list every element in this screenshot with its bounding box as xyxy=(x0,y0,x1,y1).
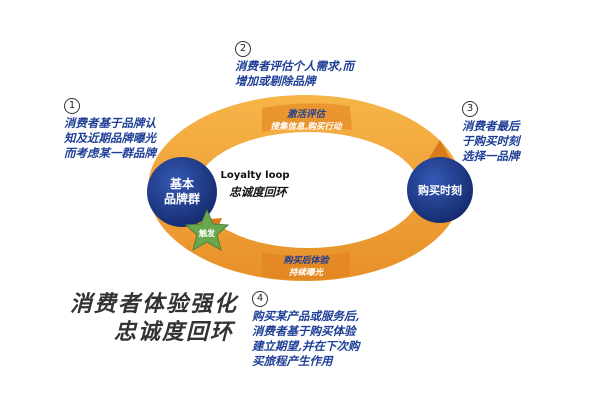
step-3-line-3: 选择一品牌 xyxy=(462,149,520,163)
step-2-line-2: 增加或剔除品牌 xyxy=(235,74,316,88)
step-4-line-4: 买旅程产生作用 xyxy=(252,354,333,368)
node-left-line2: 品牌群 xyxy=(164,191,200,206)
step-3-note: 3 消费者最后 于购买时刻 选择一品牌 xyxy=(462,100,520,164)
step-4-line-3: 建立期望,并在下次购 xyxy=(252,339,360,353)
trigger-label: 触发 xyxy=(199,228,216,238)
caption-line-1: 消费者体验强化 xyxy=(70,291,239,317)
step-1-number: 1 xyxy=(64,98,80,114)
band-bottom-shape xyxy=(262,252,350,280)
step-3-number: 3 xyxy=(462,101,478,117)
loop-title-cn: 忠诚度回环 xyxy=(229,185,289,199)
trigger-star-icon xyxy=(184,208,230,252)
arrow-right-icon xyxy=(428,140,452,162)
step-1-line-2: 知及近期品牌曝光 xyxy=(64,131,156,145)
step-2-number: 2 xyxy=(235,41,251,57)
band-bottom-line1: 购买后体验 xyxy=(282,255,330,266)
step-4-line-2: 消费者基于购买体验 xyxy=(252,324,356,338)
step-1-note: 1 消费者基于品牌认 知及近期品牌曝光 而考虑某一群品牌 xyxy=(64,97,156,161)
node-brand-set xyxy=(147,157,217,227)
loop-ring xyxy=(148,95,462,281)
step-4-number: 4 xyxy=(252,291,268,307)
step-4-line-1: 购买某产品或服务后, xyxy=(252,309,360,323)
band-bottom-line2: 持续曝光 xyxy=(289,267,325,278)
band-top-shape xyxy=(262,103,352,132)
loop-title-en: Loyalty loop xyxy=(220,170,289,181)
band-top-line1: 激活评估 xyxy=(287,108,327,120)
band-top-line2: 搜集信息,购买行动 xyxy=(271,121,343,132)
step-2-line-1: 消费者评估个人需求,而 xyxy=(235,59,355,73)
node-right-label: 购买时刻 xyxy=(418,183,462,197)
node-purchase-moment xyxy=(407,157,473,223)
step-2-note: 2 消费者评估个人需求,而 增加或剔除品牌 xyxy=(235,40,354,89)
step-3-line-1: 消费者最后 xyxy=(462,119,520,133)
node-left-line1: 基本 xyxy=(169,176,194,191)
caption-line-2: 忠诚度回环 xyxy=(114,319,235,345)
step-4-note: 4 购买某产品或服务后, 消费者基于购买体验 建立期望,并在下次购 买旅程产生作… xyxy=(252,290,360,369)
diagram-caption: 消费者体验强化 忠诚度回环 xyxy=(70,290,238,346)
step-1-line-1: 消费者基于品牌认 xyxy=(64,116,156,130)
step-3-line-2: 于购买时刻 xyxy=(462,134,520,148)
step-1-line-3: 而考虑某一群品牌 xyxy=(64,146,156,160)
